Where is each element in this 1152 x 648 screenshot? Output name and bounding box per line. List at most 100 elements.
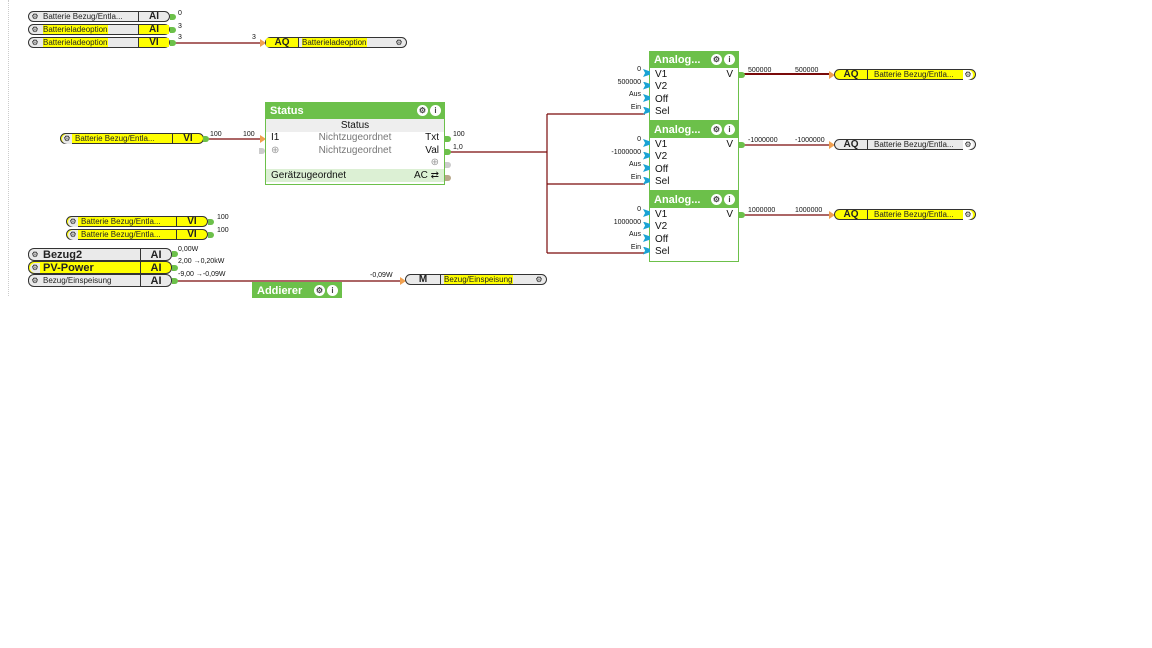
input-port[interactable] [400,277,406,285]
input-port[interactable] [829,211,835,219]
output-port[interactable] [739,212,745,218]
input-port[interactable] [643,139,650,147]
add-input-icon[interactable]: ⊕ [271,144,280,156]
input-port[interactable] [643,221,650,230]
output-port[interactable] [208,232,214,238]
gear-icon[interactable]: ⚙ [395,38,403,47]
input-port[interactable] [643,81,650,90]
input-vi-2[interactable]: ⚙ Batterie Bezug/Entla... VI [66,229,208,240]
analog-block[interactable]: Analog... ⚙ i V1 V V2 Off Sel [649,121,739,191]
analog-block-header[interactable]: Analog... ⚙ i [650,122,738,138]
value-label: 1,0 [453,144,463,151]
addierer-header[interactable]: Addierer ⚙ i [253,283,341,298]
output-port[interactable] [172,278,178,284]
gear-icon[interactable]: ⚙ [31,38,39,47]
info-icon[interactable]: i [327,285,338,296]
gear-icon[interactable]: ⚙ [535,275,543,284]
output-port[interactable] [208,219,214,225]
output-port[interactable] [739,72,745,78]
input-port[interactable] [260,135,266,143]
gear-icon[interactable]: ⚙ [62,133,72,144]
gear-icon[interactable]: ⚙ [963,209,973,220]
analog-block[interactable]: Analog... ⚙ i V1 V V2 Off Sel [649,51,739,121]
gear-icon[interactable]: ⚙ [30,262,40,273]
output-aq-batterie[interactable]: AQ Batterie Bezug/Entla... ⚙ [834,139,976,150]
input-pv-power[interactable]: ⚙ PV-Power AI [28,261,172,274]
output-aq-ladeoption[interactable]: AQ Batterieladeoption ⚙ [265,37,407,48]
gear-icon[interactable]: ⚙ [314,285,325,296]
value-label: 500000 [795,67,819,74]
status-block[interactable]: Status ⚙ i Status I1 Nichtzugeordnet Txt… [265,102,445,185]
input-port[interactable] [643,94,650,102]
analog-block[interactable]: Analog... ⚙ i V1 V V2 Off Sel [649,191,739,262]
pin-label: Sel [655,106,670,118]
device-assigned-label: Gerätzugeordnet [271,169,347,181]
info-icon[interactable]: i [724,54,735,65]
gear-icon[interactable]: ⚙ [711,54,722,65]
output-port[interactable] [203,136,209,142]
gear-icon[interactable]: ⚙ [31,25,39,34]
value-label: 3 [178,23,182,30]
input-port-empty[interactable] [259,148,265,154]
gear-icon[interactable]: ⚙ [963,69,973,80]
gear-icon[interactable]: ⚙ [31,250,39,259]
logic-canvas[interactable]: ⚙ Batterie Bezug/Entla... AI 0 ⚙ Batteri… [0,0,1152,298]
input-port[interactable] [643,209,650,217]
input-name-text: Batterieladeoption [43,38,108,47]
input-vi-status[interactable]: ⚙ Batterie Bezug/Entla... VI [60,133,204,144]
input-ladeoption-ai[interactable]: ⚙ Batterieladeoption AI [28,24,170,35]
output-port-ac[interactable] [445,175,451,181]
gear-icon[interactable]: ⚙ [711,124,722,135]
input-port[interactable] [643,246,650,255]
info-icon[interactable]: i [430,105,441,116]
input-port[interactable] [260,39,266,47]
input-port[interactable] [829,141,835,149]
addierer-block[interactable]: Addierer ⚙ i [252,282,342,298]
pin-value-label: 0 [637,136,641,143]
gear-icon[interactable]: ⚙ [31,12,39,21]
input-port[interactable] [643,151,650,160]
input-port[interactable] [643,106,650,115]
input-bezug2[interactable]: ⚙ Bezug2 AI [28,248,172,261]
status-row-i1: I1 Nichtzugeordnet Txt [266,132,444,145]
row-mid: Nichtzugeordnet [318,144,392,156]
input-port[interactable] [643,176,650,185]
info-icon[interactable]: i [724,124,735,135]
status-block-header[interactable]: Status ⚙ i [266,103,444,119]
output-port-empty[interactable] [445,162,451,168]
analog-block-header[interactable]: Analog... ⚙ i [650,52,738,68]
input-batterie-ai[interactable]: ⚙ Batterie Bezug/Entla... AI [28,11,170,22]
gear-icon[interactable]: ⚙ [68,216,78,227]
input-port[interactable] [643,69,650,77]
gear-icon[interactable]: ⚙ [68,229,78,240]
output-aq-batterie[interactable]: AQ Batterie Bezug/Entla... ⚙ [834,69,976,80]
output-aq-batterie[interactable]: AQ Batterie Bezug/Entla... ⚙ [834,209,976,220]
input-ladeoption-vi[interactable]: ⚙ Batterieladeoption VI [28,37,170,48]
gear-icon[interactable]: ⚙ [31,276,39,285]
gear-icon[interactable]: ⚙ [963,139,973,150]
analog-block-header[interactable]: Analog... ⚙ i [650,192,738,208]
input-vi-1[interactable]: ⚙ Batterie Bezug/Entla... VI [66,216,208,227]
output-port[interactable] [172,251,178,257]
output-port-val[interactable] [445,149,451,155]
input-port[interactable] [643,234,650,242]
output-name-text: Batterieladeoption [302,38,367,47]
info-icon[interactable]: i [724,194,735,205]
output-port[interactable] [172,265,178,271]
pin-label: V2 [655,151,668,163]
output-port[interactable] [170,40,176,46]
pin-value-label: 1000000 [613,218,641,226]
input-port[interactable] [643,164,650,172]
output-port[interactable] [170,27,176,33]
output-m-bezug[interactable]: M Bezug/Einspeisung ⚙ [405,274,547,285]
output-port[interactable] [170,14,176,20]
input-bezug-einspeisung[interactable]: ⚙ Bezug/Einspeisung AI [28,274,172,287]
analog-pin-row: Sel [650,106,738,119]
add-output-icon[interactable]: ⊕ [430,157,439,169]
output-port-txt[interactable] [445,136,451,142]
output-port[interactable] [739,142,745,148]
output-type: AQ [835,139,868,150]
gear-icon[interactable]: ⚙ [417,105,428,116]
gear-icon[interactable]: ⚙ [711,194,722,205]
input-port[interactable] [829,71,835,79]
